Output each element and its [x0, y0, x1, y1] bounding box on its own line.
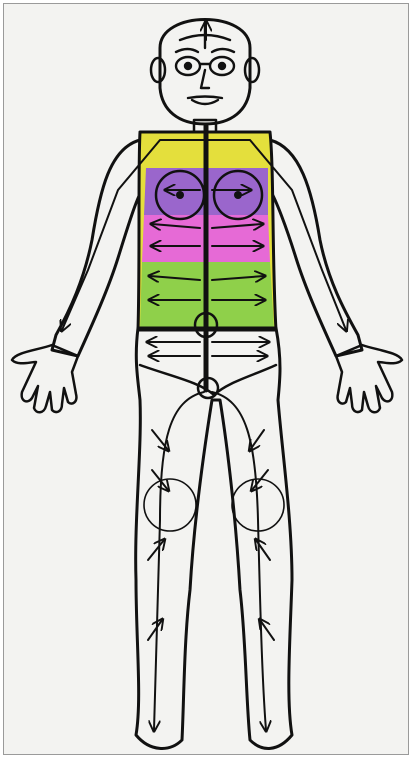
right-ear — [245, 58, 259, 82]
left-ear — [151, 58, 165, 82]
right-knee — [144, 479, 196, 531]
left-arm — [270, 140, 362, 356]
